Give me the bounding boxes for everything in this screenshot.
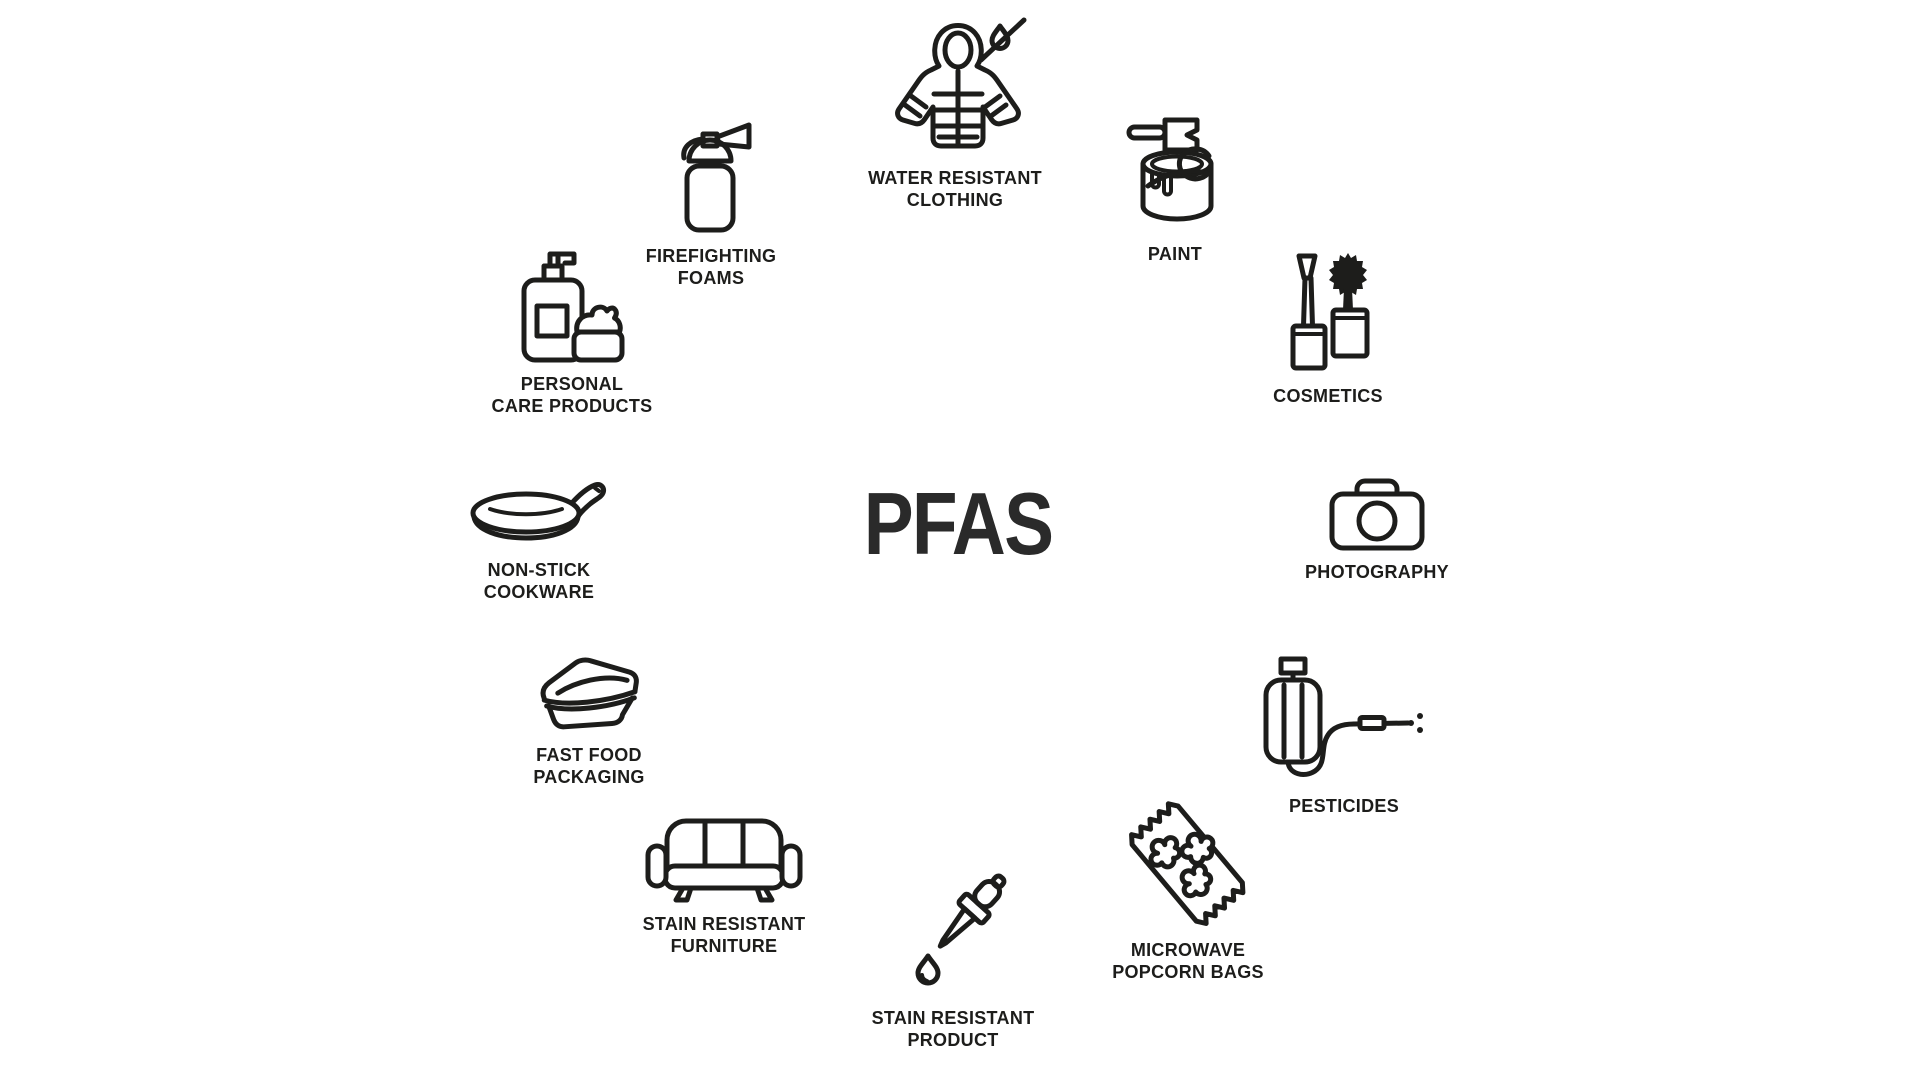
item-label: MICROWAVE POPCORN BAGS [1112,940,1264,982]
item-label: PERSONAL CARE PRODUCTS [491,374,653,416]
cosmetics-icon [1290,253,1370,371]
item-water-resistant-clothing: WATER RESISTANT CLOTHING [835,14,1075,212]
pesticide-sprayer-icon [1263,656,1423,777]
personal-care-icon [521,251,625,363]
popcorn-bag-icon [1129,801,1246,927]
item-firefighting-foams: FIREFIGHTING FOAMS [591,104,831,290]
item-fast-food-packaging: FAST FOOD PACKAGING [469,653,709,789]
camera-icon [1329,478,1425,551]
item-personal-care-products: PERSONAL CARE PRODUCTS [452,238,692,418]
pfas-title: PFAS [863,474,1054,573]
item-label: STAIN RESISTANT FURNITURE [642,914,806,956]
item-label: WATER RESISTANT CLOTHING [868,168,1042,210]
frying-pan-icon [470,482,606,541]
water-resistant-clothing-icon [894,17,1026,149]
item-label: FIREFIGHTING FOAMS [645,246,777,288]
dropper-icon [915,873,1007,986]
item-label: STAIN RESISTANT PRODUCT [871,1008,1035,1050]
paint-can-icon [1126,117,1214,222]
item-pesticides: PESTICIDES [1224,656,1464,818]
item-microwave-popcorn-bags: MICROWAVE POPCORN BAGS [1068,796,1308,984]
item-label: NON-STICK COOKWARE [483,560,595,602]
item-label: PAINT [1147,244,1203,264]
item-paint: PAINT [1055,106,1295,266]
item-stain-resistant-furniture: STAIN RESISTANT FURNITURE [604,816,844,958]
item-label: FAST FOOD PACKAGING [533,745,645,787]
item-label: COSMETICS [1273,386,1383,406]
food-container-icon [540,657,639,730]
fire-extinguisher-icon [681,122,752,233]
sofa-icon [645,818,803,903]
item-label: PESTICIDES [1288,796,1400,816]
item-cosmetics: COSMETICS [1208,246,1448,408]
item-non-stick-cookware: NON-STICK COOKWARE [419,478,659,604]
item-stain-resistant-product: STAIN RESISTANT PRODUCT [833,868,1073,1052]
item-photography: PHOTOGRAPHY [1257,474,1497,584]
item-label: PHOTOGRAPHY [1305,562,1449,582]
